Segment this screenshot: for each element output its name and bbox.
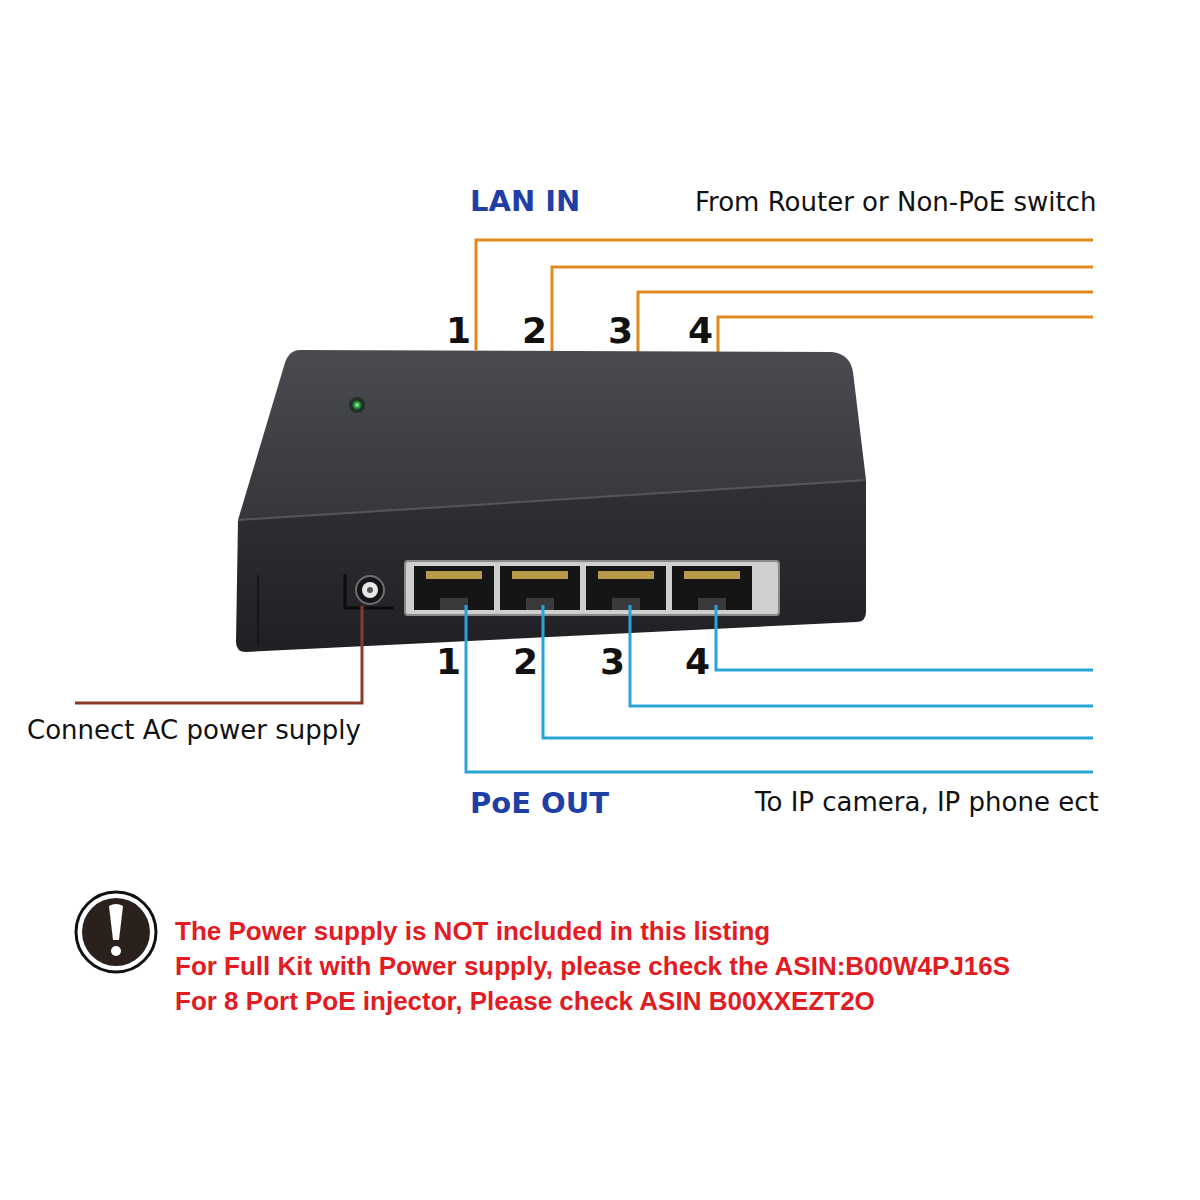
warning-disc [82, 898, 150, 966]
callout-number: 4 [688, 311, 713, 351]
port-notch [526, 598, 554, 610]
port-body [414, 566, 494, 610]
callout-number: 3 [608, 311, 633, 351]
dc-jack-ring [362, 582, 378, 598]
callout-number: 3 [600, 642, 625, 682]
port-contacts [684, 571, 740, 579]
port-contacts [598, 571, 654, 579]
callout-number: 4 [685, 642, 710, 682]
dc-jack [356, 576, 384, 604]
warning-note: For 8 Port PoE injector, Please check AS… [175, 987, 875, 1016]
source-note: From Router or Non-PoE switch [695, 188, 1097, 217]
port-body [500, 566, 580, 610]
callout-number: 2 [522, 311, 547, 351]
lan-wire [552, 267, 1093, 352]
callout-number: 2 [513, 642, 538, 682]
rj45-ports [414, 566, 752, 610]
lan-wire [718, 317, 1093, 354]
port-contacts [512, 571, 568, 579]
rj45-port [500, 566, 580, 610]
warning-bar [109, 904, 123, 940]
power-leader [75, 606, 362, 703]
housing-edge [238, 480, 866, 520]
callout-number: 1 [446, 311, 471, 351]
port-notch [612, 598, 640, 610]
poe-wire [466, 605, 1093, 772]
port-frame [405, 561, 779, 615]
port-body [586, 566, 666, 610]
housing-front [236, 480, 866, 652]
port-notch [440, 598, 468, 610]
dc-jack-pin [367, 587, 373, 593]
jack-bracket [345, 574, 394, 608]
poe-out-wires [466, 605, 1093, 772]
section-title: LAN IN [470, 186, 580, 218]
port-notch [698, 598, 726, 610]
poe-wire [630, 605, 1093, 706]
port-body [672, 566, 752, 610]
warning-note: For Full Kit with Power supply, please c… [175, 952, 1010, 981]
lan-wire [638, 292, 1093, 352]
warning-icon [76, 892, 156, 972]
warning-note: The Power supply is NOT included in this… [175, 917, 770, 946]
warning-ring [76, 892, 156, 972]
warning-dot [111, 946, 121, 956]
led-bezel [349, 397, 365, 413]
rj45-port [672, 566, 752, 610]
power-note: Connect AC power supply [27, 716, 361, 745]
device-note: To IP camera, IP phone ect [755, 788, 1099, 817]
lan-in-wires [476, 240, 1093, 354]
port-contacts [426, 571, 482, 579]
housing-seam [257, 575, 259, 645]
poe-wire [543, 605, 1093, 738]
callout-number: 1 [436, 642, 461, 682]
lan-wire [476, 240, 1093, 350]
rj45-port [586, 566, 666, 610]
rj45-port [414, 566, 494, 610]
poe-wire [716, 605, 1093, 670]
section-title: PoE OUT [470, 788, 609, 820]
status-led [352, 400, 362, 410]
